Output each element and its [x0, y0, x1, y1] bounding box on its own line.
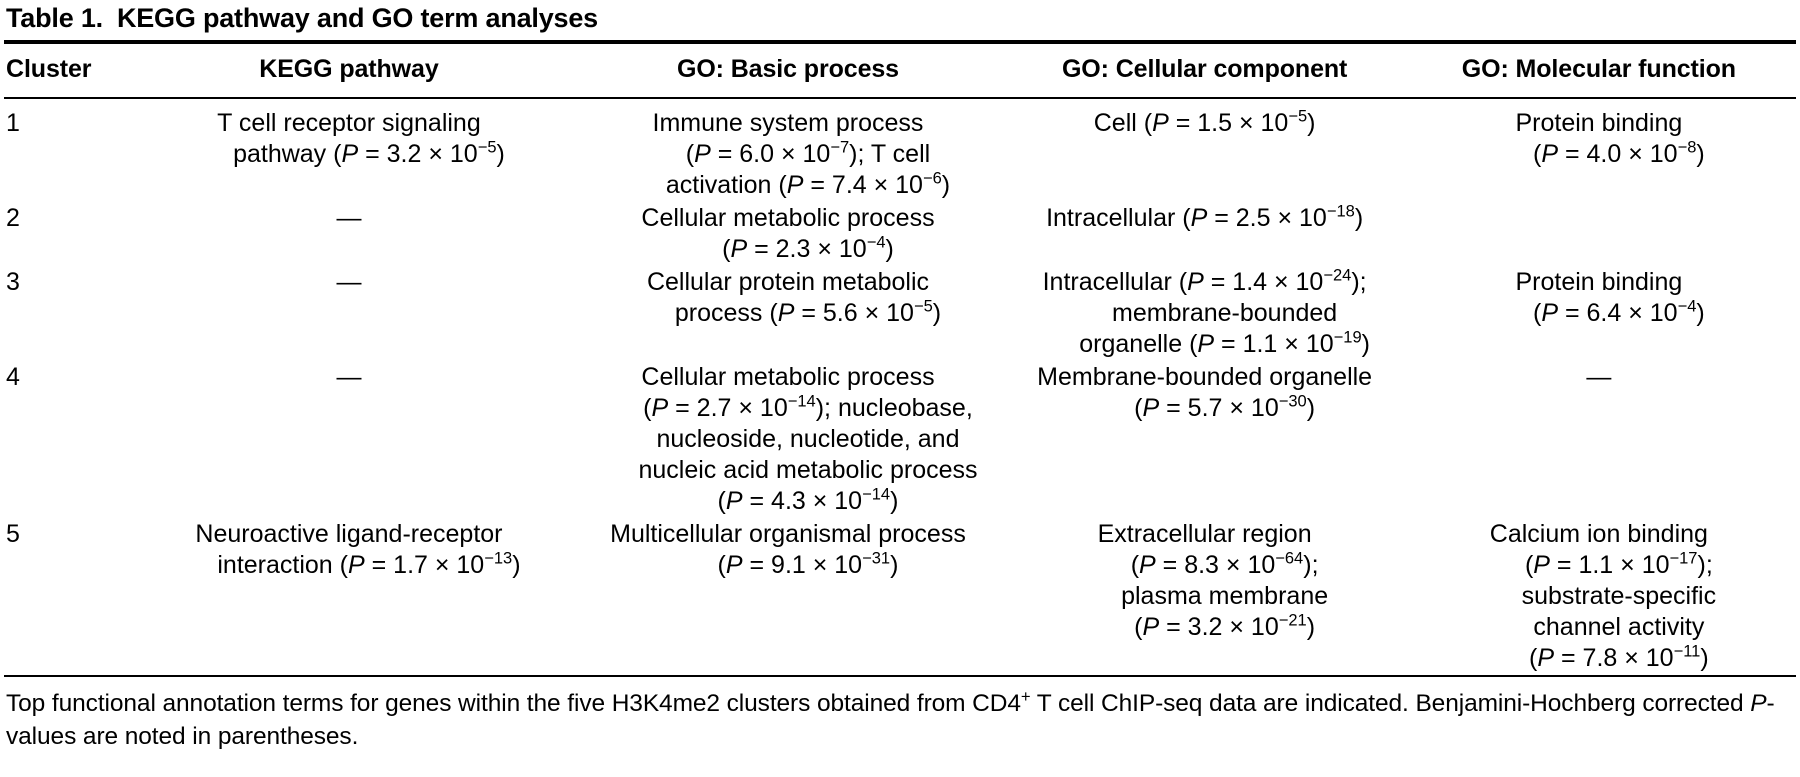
text-line: (P = 6.4 × 10−4) [1533, 297, 1705, 327]
table-header: Cluster KEGG pathway GO: Basic process G… [4, 44, 1796, 97]
rule-top [4, 40, 1796, 44]
cell-go-cellular-component: Membrane-bounded organelle (P = 5.7 × 10… [1008, 361, 1402, 518]
column-header-go-molecular-function: GO: Molecular function [1461, 55, 1736, 83]
text-line: nucleoside, nucleotide, and [656, 425, 960, 453]
table-caption-label: Table 1. [6, 3, 103, 33]
column-header-go-basic-process: GO: Basic process [676, 55, 899, 83]
cell-cluster: 3 [6, 268, 20, 296]
cell-cluster: 2 [6, 204, 20, 232]
footnote-italic-p: P [1750, 690, 1767, 717]
cell-kegg-pathway: — [129, 361, 568, 518]
text-line: Membrane-bounded organelle [1037, 363, 1373, 391]
rule-bottom [4, 675, 1796, 677]
kegg-go-table-body: 1 T cell receptor signaling pathway (P =… [4, 99, 1796, 675]
text-line: Cell (P = 1.5 × 10−5) [1093, 107, 1316, 137]
table-row: 4 — Cellular metabolic process (P = 2.7 … [4, 361, 1796, 518]
cell-kegg-pathway: T cell receptor signaling pathway (P = 3… [129, 99, 568, 202]
cell-go-molecular-function: — [1402, 361, 1796, 518]
table-row: 2 — Cellular metabolic process (P = 2.3 … [4, 202, 1796, 266]
text-line: nucleic acid metabolic process [638, 456, 978, 484]
em-dash-placeholder: — [336, 268, 362, 296]
text-line: Neuroactive ligand-receptor [195, 520, 503, 548]
cell-cluster: 1 [6, 109, 20, 137]
em-dash-placeholder: — [336, 363, 362, 391]
text-line: Cellular metabolic process [641, 363, 935, 391]
text-line: Protein binding [1515, 268, 1683, 296]
cell-go-cellular-component: Extracellular region (P = 8.3 × 10−64); … [1008, 518, 1402, 675]
text-line: T cell receptor signaling [217, 109, 481, 137]
text-line: plasma membrane [1121, 582, 1329, 610]
kegg-go-table: Cluster KEGG pathway GO: Basic process G… [4, 44, 1796, 97]
text-line: (P = 7.8 × 10−11) [1529, 642, 1709, 672]
text-line: Intracellular (P = 2.5 × 10−18) [1046, 202, 1364, 232]
text-line: Cellular protein metabolic [646, 268, 930, 296]
header-row: Cluster KEGG pathway GO: Basic process G… [4, 44, 1796, 97]
text-line: membrane-bounded [1112, 299, 1338, 327]
table-row: 5 Neuroactive ligand-receptor interactio… [4, 518, 1796, 675]
footnote-text-part3: -values are noted in parentheses. [6, 690, 1775, 750]
text-line: Intracellular (P = 1.4 × 10−24); [1042, 266, 1367, 296]
column-header-go-cellular-component: GO: Cellular component [1061, 55, 1348, 83]
footnote-text-part1: Top functional annotation terms for gene… [6, 690, 1021, 717]
text-line: Multicellular organismal process [610, 520, 966, 548]
table-row: 1 T cell receptor signaling pathway (P =… [4, 99, 1796, 202]
cell-cluster: 4 [6, 363, 20, 391]
cell-go-basic-process: Cellular metabolic process (P = 2.3 × 10… [568, 202, 1007, 266]
text-line: substrate-specific [1521, 582, 1717, 610]
text-line: channel activity [1533, 613, 1705, 641]
text-line: (P = 2.3 × 10−4) [722, 233, 894, 263]
column-header-kegg-pathway: KEGG pathway [259, 55, 439, 83]
rule-header-bottom [4, 97, 1796, 99]
cell-kegg-pathway: — [129, 266, 568, 361]
cell-go-molecular-function [1402, 202, 1796, 266]
em-dash-placeholder: — [336, 204, 362, 232]
cell-go-basic-process: Cellular protein metabolic process (P = … [568, 266, 1007, 361]
cell-go-basic-process: Multicellular organismal process (P = 9.… [568, 518, 1007, 675]
cell-go-molecular-function: Calcium ion binding (P = 1.1 × 10−17); s… [1402, 518, 1796, 675]
cell-go-basic-process: Cellular metabolic process (P = 2.7 × 10… [568, 361, 1007, 518]
text-line: (P = 8.3 × 10−64); [1130, 549, 1319, 579]
text-line: Immune system process [652, 109, 924, 137]
cell-go-cellular-component: Intracellular (P = 2.5 × 10−18) [1008, 202, 1402, 266]
text-line: (P = 6.0 × 10−7); T cell [685, 138, 931, 168]
em-dash-placeholder: — [1586, 363, 1612, 391]
footnote-text-part2: T cell ChIP-seq data are indicated. Benj… [1030, 690, 1751, 717]
column-header-cluster: Cluster [6, 55, 92, 83]
text-line: organelle (P = 1.1 × 10−19) [1079, 328, 1370, 358]
text-line: Calcium ion binding [1489, 520, 1708, 548]
cell-kegg-pathway: — [129, 202, 568, 266]
table-footnote: Top functional annotation terms for gene… [4, 677, 1796, 753]
cell-cluster: 5 [6, 520, 20, 548]
text-line: (P = 5.7 × 10−30) [1134, 392, 1316, 422]
text-line: Protein binding [1515, 109, 1683, 137]
text-line: Extracellular region [1097, 520, 1312, 548]
text-line: (P = 9.1 × 10−31) [717, 549, 899, 579]
table-caption-title: KEGG pathway and GO term analyses [116, 3, 598, 33]
cell-go-basic-process: Immune system process (P = 6.0 × 10−7); … [568, 99, 1007, 202]
text-line: pathway (P = 3.2 × 10−5) [233, 138, 505, 168]
text-line: (P = 4.3 × 10−14) [717, 485, 899, 515]
cell-go-cellular-component: Intracellular (P = 1.4 × 10−24); membran… [1008, 266, 1402, 361]
text-line: (P = 1.1 × 10−17); [1524, 549, 1713, 579]
cell-kegg-pathway: Neuroactive ligand-receptor interaction … [129, 518, 568, 675]
text-line: process (P = 5.6 × 10−5) [674, 297, 942, 327]
text-line: (P = 3.2 × 10−21) [1134, 611, 1316, 641]
cell-go-molecular-function: Protein binding (P = 4.0 × 10−8) [1402, 99, 1796, 202]
table-caption: Table 1. KEGG pathway and GO term analyse… [4, 0, 1796, 40]
text-line: (P = 4.0 × 10−8) [1533, 138, 1705, 168]
table-row: 3 — Cellular protein metabolic process (… [4, 266, 1796, 361]
text-line: activation (P = 7.4 × 10−6) [665, 169, 951, 199]
cell-go-molecular-function: Protein binding (P = 6.4 × 10−4) [1402, 266, 1796, 361]
footnote-superscript-plus: + [1020, 686, 1031, 706]
cell-go-cellular-component: Cell (P = 1.5 × 10−5) [1008, 99, 1402, 202]
table-container: Table 1. KEGG pathway and GO term analyse… [4, 0, 1796, 753]
text-line: (P = 2.7 × 10−14); nucleobase, [643, 392, 973, 422]
text-line: Cellular metabolic process [641, 204, 935, 232]
text-line: interaction (P = 1.7 × 10−13) [217, 549, 521, 579]
